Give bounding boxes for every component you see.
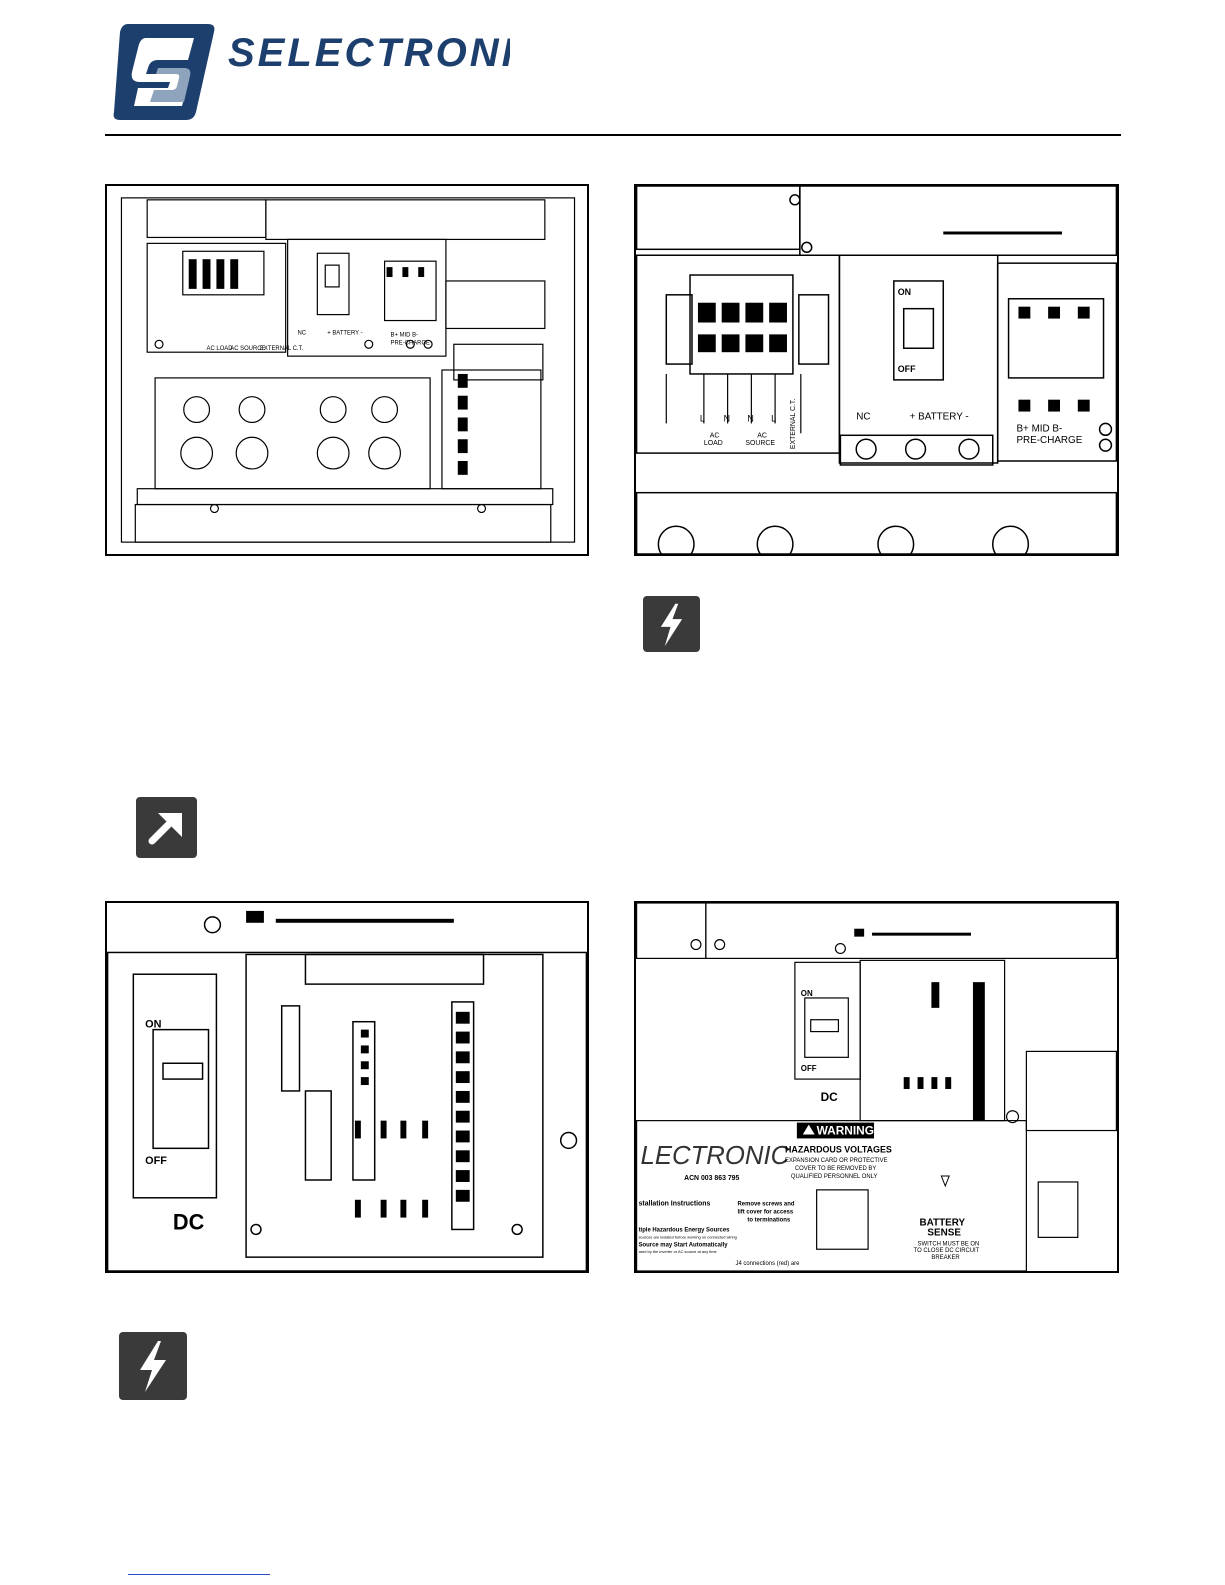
logo-mark: [113, 24, 215, 120]
closeup-ext-ct: EXTERNAL C.T.: [790, 399, 797, 449]
closeup-source-caption-2: SOURCE: [745, 440, 775, 447]
closeup-load-caption-2: LOAD: [704, 440, 723, 447]
terminal-closeup-figure: ON OFF L N AC LOAD N L AC SOURCE EXTERNA…: [634, 184, 1119, 556]
dc-switch-on: ON: [145, 1019, 161, 1031]
selectronic-logo: SELECTRONIC: [110, 16, 545, 124]
panel-hazard-line-1: EXPANSION CARD OR PROTECTIVE: [785, 1158, 888, 1164]
panel-multi-line-2: sources are isolated before working on c…: [639, 1234, 737, 1239]
overview-battery-label: + BATTERY -: [327, 330, 362, 336]
closeup-switch-on: ON: [898, 287, 911, 297]
panel-battery-sense-1: BATTERY: [920, 1217, 966, 1228]
closeup-battery: + BATTERY -: [910, 411, 969, 422]
warning-panel-figure: ON OFF DC LECTRONIC ACN 003 863 795 WARN…: [634, 901, 1119, 1273]
panel-acn: ACN 003 863 795: [684, 1175, 739, 1182]
terminal-overview-figure: AC LOAD AC SOURCE EXTERNAL C.T. NC + BAT…: [105, 184, 589, 556]
footer-link-underline[interactable]: [128, 1574, 270, 1575]
closeup-precharge-2: PRE-CHARGE: [1016, 435, 1082, 446]
panel-warning-title: WARNING: [817, 1123, 874, 1137]
overview-precharge-label: PRE-CHARGE: [391, 340, 431, 346]
overview-source-label: AC SOURCE: [230, 346, 265, 352]
panel-battery-sense-2: SENSE: [927, 1227, 961, 1238]
panel-switch-off: OFF: [801, 1064, 817, 1073]
panel-hazard-line-3: QUALIFIED PERSONNEL ONLY: [791, 1174, 878, 1180]
closeup-load-n: N: [724, 413, 730, 423]
panel-remove-line-1: Remove screws and: [738, 1202, 795, 1208]
panel-remove-line-3: to terminations: [747, 1218, 790, 1224]
arrow-up-right-icon: [136, 797, 197, 858]
panel-hazard-title: HAZARDOUS VOLTAGES: [785, 1144, 892, 1154]
closeup-switch-off: OFF: [898, 364, 916, 374]
closeup-source-caption-1: AC: [757, 432, 767, 439]
panel-sense-line-1: SWITCH MUST BE ON: [918, 1241, 980, 1247]
overview-ct-label: EXTERNAL C.T.: [260, 346, 304, 352]
panel-dc-label: DC: [821, 1090, 839, 1104]
dc-label: DC: [173, 1209, 205, 1234]
dc-switch-off: OFF: [145, 1155, 167, 1167]
brand-name: SELECTRONIC: [228, 31, 510, 75]
closeup-source-l: L: [771, 413, 776, 423]
panel-j4-note: J4 connections (red) are: [736, 1261, 801, 1267]
panel-switch-on: ON: [801, 989, 813, 998]
panel-multi-line-4: ared by the inverter or AC source at any…: [639, 1249, 718, 1254]
lightning-icon: [119, 1332, 187, 1400]
panel-sense-line-2: TO CLOSE DC CIRCUIT: [914, 1248, 980, 1254]
closeup-load-caption-1: AC: [710, 432, 720, 439]
panel-sense-line-3: BREAKER: [931, 1255, 959, 1261]
dc-switch-closeup-figure: ON OFF DC: [105, 901, 589, 1273]
closeup-source-n: N: [747, 413, 753, 423]
panel-multi-line-1: tiple Hazardous Energy Sources: [639, 1227, 731, 1233]
overview-nc-label: NC: [298, 330, 307, 336]
closeup-load-l: L: [700, 413, 705, 423]
header-rule: [105, 134, 1121, 136]
overview-bmid-label: B+ MID B-: [391, 332, 419, 338]
panel-hazard-line-2: COVER TO BE REMOVED BY: [795, 1166, 876, 1172]
lightning-icon: [643, 596, 700, 652]
warning-triangle-icon: [802, 1124, 815, 1135]
closeup-precharge-1: B+ MID B-: [1016, 423, 1062, 434]
panel-remove-line-2: lift cover for access: [738, 1210, 794, 1216]
panel-install-heading: stallation Instructions: [639, 1201, 711, 1208]
closeup-nc: NC: [856, 411, 870, 422]
panel-brand: LECTRONIC: [641, 1142, 790, 1170]
panel-multi-line-3: Source may Start Automatically: [639, 1242, 729, 1248]
overview-load-label: AC LOAD: [207, 346, 233, 352]
up-arrow-icon: [940, 1175, 950, 1188]
